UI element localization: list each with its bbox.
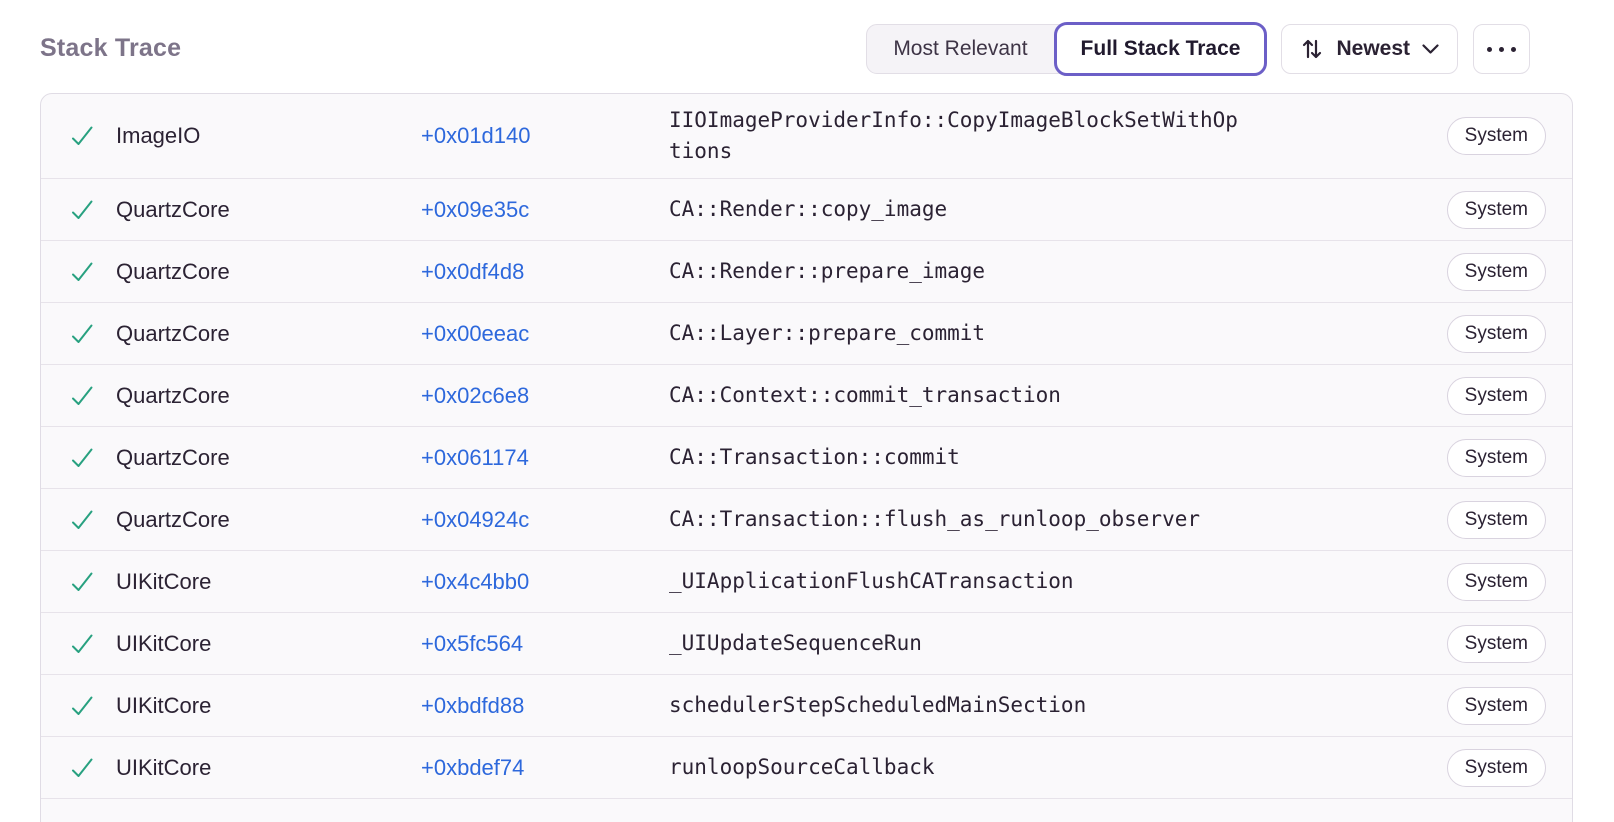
frame-function: CA::Layer::prepare_commit xyxy=(669,321,986,345)
full-stack-trace-button[interactable]: Full Stack Trace xyxy=(1053,22,1268,76)
check-icon xyxy=(69,322,116,346)
stack-frame-row[interactable]: QuartzCore +0x09e35c CA::Render::copy_im… xyxy=(41,179,1572,241)
system-badge: System xyxy=(1446,562,1546,601)
stack-frame-row[interactable]: QuartzCore +0x04924c CA::Transaction::fl… xyxy=(41,489,1572,551)
frame-offset-link[interactable]: +0x061174 xyxy=(421,444,529,470)
stack-frame-row[interactable]: QuartzCore +0x00eeac CA::Layer::prepare_… xyxy=(41,303,1572,365)
frame-module: QuartzCore xyxy=(116,258,230,284)
chevron-down-icon xyxy=(1422,43,1439,55)
frame-module: QuartzCore xyxy=(116,196,230,222)
frame-function: _UIApplicationFlushCATransaction xyxy=(669,569,1074,593)
ellipsis-icon xyxy=(1499,46,1504,52)
check-icon xyxy=(69,694,116,718)
frame-function: schedulerStepScheduledMainSection xyxy=(669,693,1087,717)
frame-offset-link[interactable]: +0x0df4d8 xyxy=(421,258,525,284)
frame-offset-link[interactable]: +0x04924c xyxy=(421,506,530,532)
frame-offset-link[interactable]: +0xbdef74 xyxy=(421,754,525,780)
stack-frame-row[interactable]: QuartzCore +0x0df4d8 CA::Render::prepare… xyxy=(41,241,1572,303)
check-icon xyxy=(69,446,116,470)
stack-frame-row[interactable]: UIKitCore +0x4c4bb0 _UIApplicationFlushC… xyxy=(41,551,1572,613)
system-badge: System xyxy=(1446,376,1546,415)
stack-frame-row[interactable]: QuartzCore +0x02c6e8 CA::Context::commit… xyxy=(41,365,1572,427)
frame-module: UIKitCore xyxy=(116,692,212,718)
frame-module: QuartzCore xyxy=(116,320,230,346)
stack-frame-row-partial xyxy=(41,799,1572,822)
stack-trace-table: ImageIO +0x01d140 IIOImageProviderInfo::… xyxy=(40,93,1573,822)
frame-module: UIKitCore xyxy=(116,754,212,780)
sort-arrows-icon xyxy=(1300,36,1324,62)
frame-offset-link[interactable]: +0x02c6e8 xyxy=(421,382,530,408)
frame-offset-link[interactable]: +0x01d140 xyxy=(421,123,531,148)
system-badge: System xyxy=(1446,190,1546,229)
most-relevant-button[interactable]: Most Relevant xyxy=(893,37,1028,60)
check-icon xyxy=(69,756,116,780)
stack-frame-row[interactable]: UIKitCore +0xbdfd88 schedulerStepSchedul… xyxy=(41,675,1572,737)
system-badge: System xyxy=(1446,314,1546,353)
system-badge: System xyxy=(1446,686,1546,725)
frame-module: QuartzCore xyxy=(116,444,230,470)
ellipsis-icon xyxy=(1487,46,1492,52)
frame-offset-link[interactable]: +0xbdfd88 xyxy=(421,692,525,718)
system-badge: System xyxy=(1446,438,1546,477)
frame-module: UIKitCore xyxy=(116,568,212,594)
frame-function: CA::Transaction::commit xyxy=(669,445,960,469)
frame-function: CA::Transaction::flush_as_runloop_observ… xyxy=(669,507,1201,531)
frame-module: QuartzCore xyxy=(116,382,230,408)
check-icon xyxy=(69,570,116,594)
check-icon xyxy=(69,508,116,532)
system-badge: System xyxy=(1446,624,1546,663)
frame-offset-link[interactable]: +0x5fc564 xyxy=(421,630,524,656)
system-badge: System xyxy=(1446,748,1546,787)
page-title: Stack Trace xyxy=(40,34,182,62)
stack-frame-row[interactable]: QuartzCore +0x061174 CA::Transaction::co… xyxy=(41,427,1572,489)
system-badge: System xyxy=(1446,500,1546,539)
frame-function: IIOImageProviderInfo::CopyImageBlockSetW… xyxy=(669,108,1238,163)
system-badge: System xyxy=(1446,117,1546,155)
frame-offset-link[interactable]: +0x00eeac xyxy=(421,320,530,346)
check-icon xyxy=(69,124,116,148)
check-icon xyxy=(69,384,116,408)
frame-function: CA::Render::prepare_image xyxy=(669,259,986,283)
view-toggle-group: Most Relevant Full Stack Trace xyxy=(866,22,1268,76)
ellipsis-icon xyxy=(1511,46,1516,52)
frame-function: CA::Render::copy_image xyxy=(669,197,948,221)
system-badge: System xyxy=(1446,252,1546,291)
stack-frame-row[interactable]: ImageIO +0x01d140 IIOImageProviderInfo::… xyxy=(41,94,1572,179)
header-controls: Most Relevant Full Stack Trace Newest xyxy=(866,22,1530,76)
stack-frame-row[interactable]: UIKitCore +0xbdef74 runloopSourceCallbac… xyxy=(41,737,1572,799)
frame-offset-link[interactable]: +0x09e35c xyxy=(421,196,530,222)
frame-function: runloopSourceCallback xyxy=(669,755,935,779)
frame-module: QuartzCore xyxy=(116,506,230,532)
frame-offset-link[interactable]: +0x4c4bb0 xyxy=(421,568,530,594)
check-icon xyxy=(69,260,116,284)
check-icon xyxy=(69,632,116,656)
frame-module: ImageIO xyxy=(116,123,201,148)
sort-dropdown-label: Newest xyxy=(1336,37,1410,60)
sort-dropdown[interactable]: Newest xyxy=(1281,24,1458,74)
more-options-button[interactable] xyxy=(1473,24,1530,74)
check-icon xyxy=(69,198,116,222)
stack-frame-row[interactable]: UIKitCore +0x5fc564 _UIUpdateSequenceRun… xyxy=(41,613,1572,675)
frame-module: UIKitCore xyxy=(116,630,212,656)
frame-function: _UIUpdateSequenceRun xyxy=(669,631,922,655)
frame-function: CA::Context::commit_transaction xyxy=(669,383,1061,407)
